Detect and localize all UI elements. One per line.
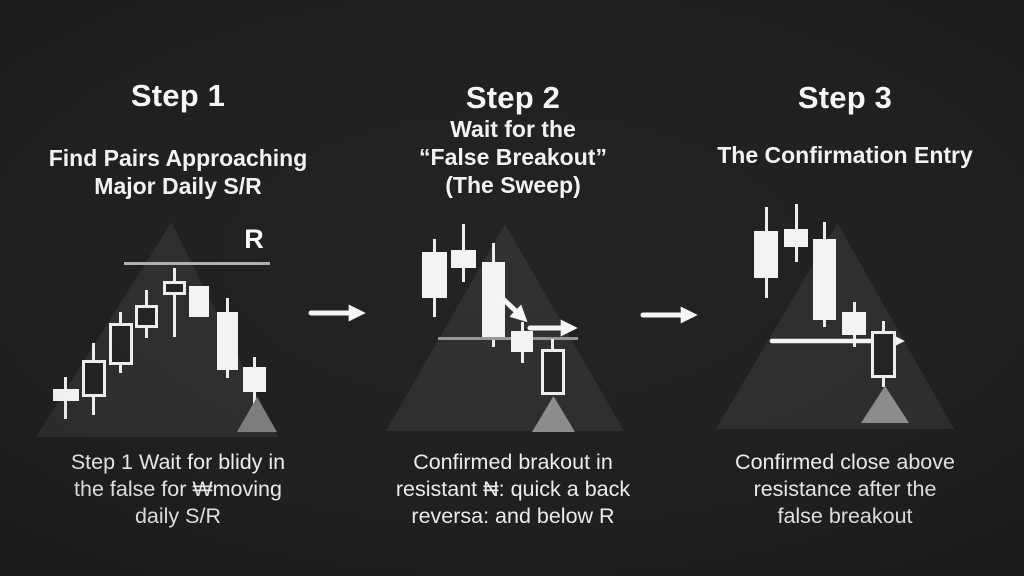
step2-caption-line2: resistant ₦: quick a back	[395, 477, 631, 501]
step3-caption-line1: Confirmed close above	[735, 450, 955, 474]
step1-caption: Step 1 Wait for blidy in the false for ₩…	[8, 449, 348, 530]
step3-subtitle-line1: The Confirmation Entry	[717, 142, 973, 168]
candle-wick	[173, 268, 176, 337]
step2-caption: Confirmed brakout in resistant ₦: quick …	[343, 449, 683, 530]
candle-hollow	[109, 323, 133, 365]
candle-hollow	[163, 281, 186, 295]
candle-hollow	[82, 360, 106, 397]
candle-solid	[243, 367, 266, 392]
candle-hollow	[135, 305, 158, 328]
candle-sweep-solid	[482, 262, 505, 337]
step2-subtitle-line2: “False Breakout”	[419, 144, 607, 170]
resistance-label: R	[244, 224, 264, 254]
step2-subtitle-line3: (The Sweep)	[445, 172, 581, 198]
candle-doji	[53, 389, 79, 401]
candle-solid	[422, 252, 447, 298]
step3-caption: Confirmed close above resistance after t…	[675, 449, 1015, 530]
step3-caption-line3: false breakout	[777, 504, 913, 528]
step2-caption-line3: reversa: and below R	[411, 504, 615, 528]
arrow-right-icon	[640, 306, 698, 324]
resistance-line	[124, 262, 270, 265]
candle-solid	[754, 231, 778, 278]
resistance-line	[438, 337, 578, 340]
candle-solid	[842, 312, 866, 335]
step3-subtitle: The Confirmation Entry	[685, 141, 1005, 169]
candle-hollow	[541, 349, 565, 395]
step1-caption-line1: Step 1 Wait for blidy in	[70, 450, 286, 474]
candle-solid	[784, 229, 808, 247]
candle-solid	[217, 312, 238, 370]
arrow-down-right-icon	[497, 293, 528, 323]
step2-title: Step 2	[465, 80, 561, 115]
step3-title: Step 3	[797, 80, 893, 115]
candle-solid	[451, 250, 476, 268]
step2-caption-line1: Confirmed brakout in	[413, 450, 613, 474]
step2-subtitle: Wait for the “False Breakout” (The Sweep…	[353, 115, 673, 199]
arrow-right-icon	[769, 333, 905, 349]
candle-hollow	[871, 331, 896, 378]
arrow-right-icon	[308, 304, 366, 322]
step1-subtitle-line2: Major Daily S/R	[94, 173, 262, 199]
candle-solid	[511, 331, 533, 352]
step1-subtitle-line1: Find Pairs Approaching	[48, 145, 308, 171]
candle-wick	[551, 339, 554, 353]
step1-caption-line2: the false for ₩moving	[74, 477, 282, 501]
candle-solid	[189, 286, 209, 317]
step1-caption-line3: daily S/R	[134, 504, 222, 528]
step2-subtitle-line1: Wait for the	[450, 116, 576, 142]
step1-title: Step 1	[130, 78, 226, 113]
step1-subtitle: Find Pairs Approaching Major Daily S/R	[18, 144, 338, 200]
candle-solid	[813, 239, 836, 320]
arrow-right-icon	[527, 319, 578, 337]
step3-caption-line2: resistance after the	[753, 477, 937, 501]
